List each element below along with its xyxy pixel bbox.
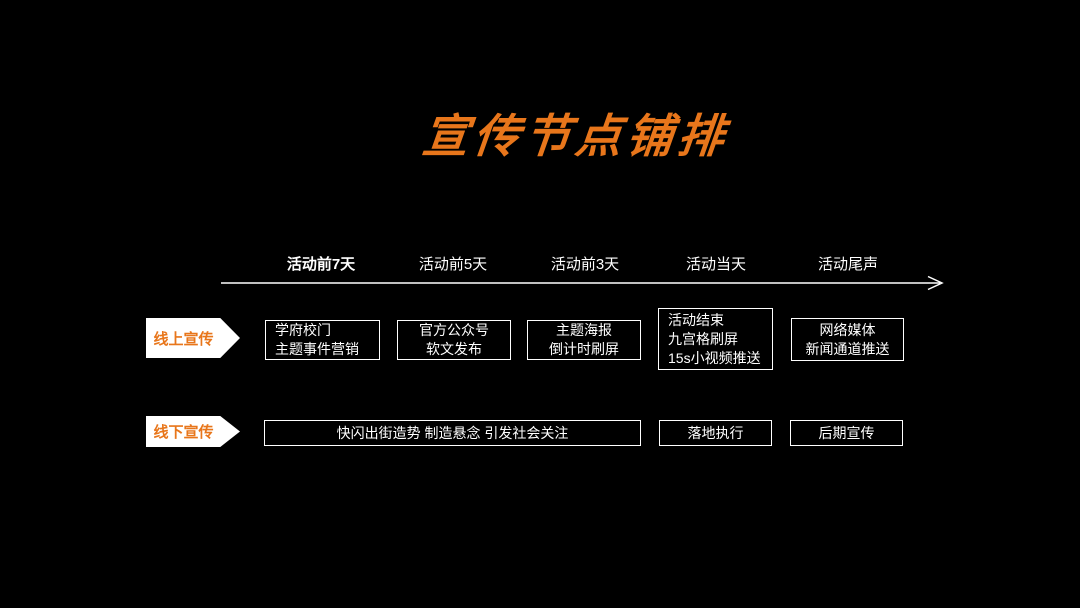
box-line: 15s小视频推送 — [668, 349, 761, 366]
online-box-theme-poster: 主题海报 倒计时刷屏 — [527, 320, 641, 360]
timeline-axis-arrow-icon — [221, 275, 944, 291]
box-line: 官方公众号 — [419, 322, 489, 338]
online-box-official-account: 官方公众号 软文发布 — [397, 320, 511, 360]
box-line: 落地执行 — [687, 424, 744, 441]
box-line: 主题事件营销 — [275, 341, 359, 357]
box-line: 倒计时刷屏 — [549, 341, 619, 357]
online-row-label: 线上宣传 — [153, 330, 214, 348]
online-box-campus-gate: 学府校门 主题事件营销 — [265, 320, 380, 360]
box-line: 后期宣传 — [818, 424, 875, 441]
timeline-label-pre7: 活动前7天 — [286, 256, 356, 273]
offline-box-execution: 落地执行 — [659, 420, 772, 446]
offline-box-post-promotion: 后期宣传 — [790, 420, 903, 446]
offline-box-flashmob: 快闪出街造势 制造悬念 引发社会关注 — [264, 420, 641, 446]
online-box-event-end: 活动结束 九宫格刷屏 15s小视频推送 — [658, 308, 773, 370]
timeline-label-pre3: 活动前3天 — [550, 256, 620, 273]
timeline-label-pre5: 活动前5天 — [418, 256, 488, 273]
box-line: 活动结束 — [668, 311, 724, 328]
online-box-network-media: 网络媒体 新闻通道推送 — [791, 318, 904, 361]
offline-row-pointer: 线下宣传 — [146, 416, 240, 447]
offline-row-label: 线下宣传 — [153, 424, 214, 441]
box-line: 主题海报 — [556, 322, 612, 338]
box-line: 新闻通道推送 — [805, 340, 890, 357]
box-line: 快闪出街造势 制造悬念 引发社会关注 — [336, 424, 569, 441]
box-line: 网络媒体 — [819, 321, 876, 338]
box-line: 学府校门 — [275, 322, 331, 338]
timeline-label-aftermath: 活动尾声 — [817, 256, 878, 273]
online-row-pointer: 线上宣传 — [146, 318, 240, 358]
box-line: 软文发布 — [426, 341, 482, 357]
timeline-label-eventday: 活动当天 — [685, 256, 746, 273]
page-title: 宣传节点铺排 — [419, 109, 732, 163]
box-line: 九宫格刷屏 — [668, 330, 738, 347]
